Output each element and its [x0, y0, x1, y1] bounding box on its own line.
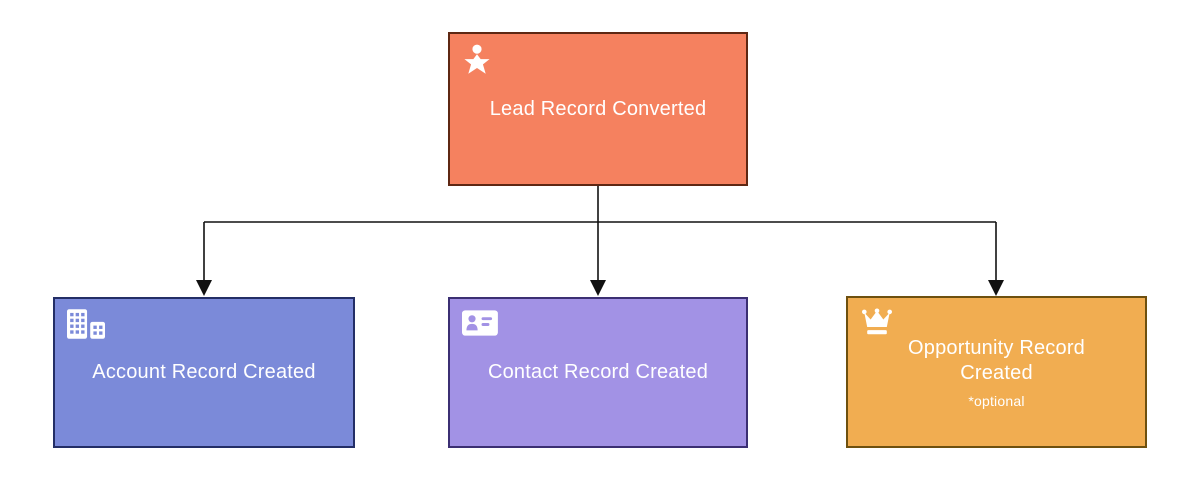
node-opportunity-record-created: Opportunity Record Created *optional — [846, 296, 1147, 448]
node-contact-record-created: Contact Record Created — [448, 297, 748, 448]
node-optional-note: *optional — [968, 392, 1025, 409]
arrowhead-right — [988, 280, 1004, 296]
crown-icon — [860, 308, 898, 342]
arrowhead-middle — [590, 280, 606, 296]
buildings-icon — [67, 309, 105, 343]
arrowhead-left — [196, 280, 212, 296]
node-lead-record-converted: Lead Record Converted — [448, 32, 748, 186]
node-label: Account Record Created — [92, 361, 316, 383]
node-label: Opportunity Record Created — [907, 336, 1086, 384]
node-label: Lead Record Converted — [489, 97, 707, 120]
node-label: Contact Record Created — [487, 361, 709, 383]
node-account-record-created: Account Record Created — [53, 297, 355, 448]
lead-person-icon — [462, 44, 500, 78]
contact-card-icon — [462, 309, 500, 343]
